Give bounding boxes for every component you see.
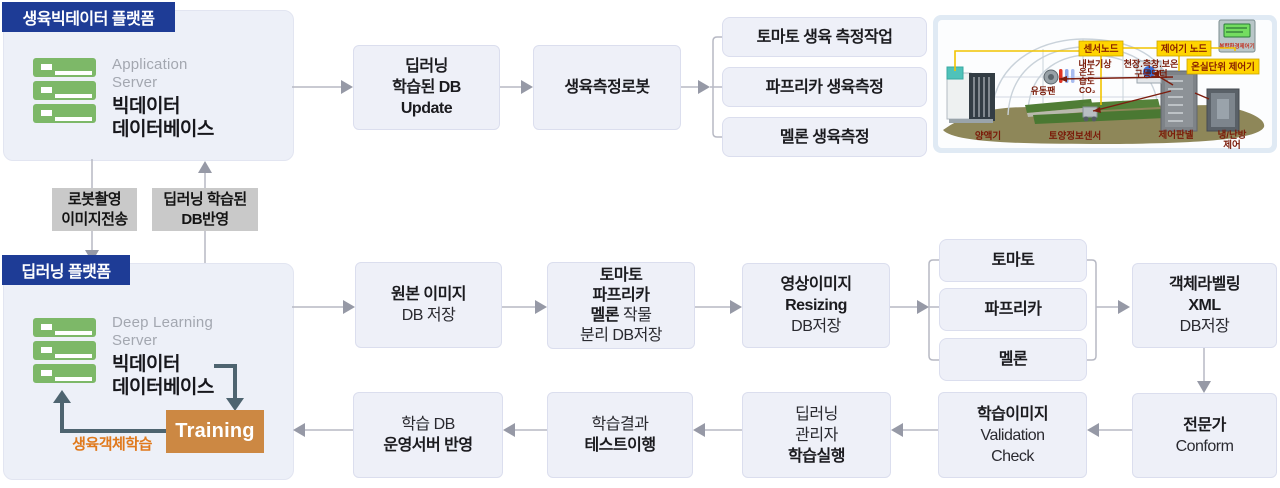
server-info: Deep Learning Server 빅데이터 데이터베이스 bbox=[112, 314, 282, 399]
nutrient-machine bbox=[946, 66, 995, 123]
training-box: Training bbox=[166, 410, 264, 453]
humid-label: 습도 bbox=[1079, 76, 1095, 86]
photo-annotations: 내부기상 천장.측창.보온 구동모터 온도 습도 CO₂ 유동팬 bbox=[1031, 58, 1179, 96]
flow-box-deploy-db: 학습 DB 운영서버 반영 bbox=[353, 392, 503, 478]
deep-learning-platform-badge: 딥러닝 플랫폼 bbox=[2, 255, 130, 285]
crop-bracket-right bbox=[1087, 259, 1097, 361]
arrowhead-up-icon bbox=[198, 161, 212, 173]
controller-device: 복합환경제어기 bbox=[1218, 19, 1256, 53]
task-box-tomato: 토마토 생육 측정작업 bbox=[722, 17, 927, 57]
arrowhead-right-icon bbox=[535, 300, 547, 314]
crop-box-melon: 멜론 bbox=[939, 338, 1087, 381]
arrowhead-left-icon bbox=[503, 423, 515, 437]
flow-box-db-update: 딥러닝 학습된 DB Update bbox=[353, 45, 500, 130]
weather-label: 내부기상 bbox=[1078, 58, 1112, 69]
label-robot-image-transfer: 로봇촬영 이미지전송 bbox=[52, 188, 137, 231]
fan-label: 유동팬 bbox=[1031, 85, 1056, 96]
arrowhead-right-icon bbox=[917, 300, 929, 314]
flow-box-test-result: 학습결과 테스트이행 bbox=[547, 392, 693, 478]
control-panel bbox=[1160, 70, 1198, 132]
server-icon bbox=[33, 318, 96, 383]
growth-platform-badge: 생육빅테이터 플랫폼 bbox=[2, 2, 175, 32]
arrowhead-right-icon bbox=[341, 80, 353, 94]
arrowhead-left-icon bbox=[693, 423, 705, 437]
flow-box-train-exec: 딥러닝 관리자 학습실행 bbox=[742, 392, 891, 478]
server-info: Application Server 빅데이터 데이터베이스 bbox=[112, 56, 282, 141]
control-arrows bbox=[1058, 72, 1210, 112]
photo-badges: 센서노드 제어기 노드 온실단위 제어기 bbox=[1078, 40, 1260, 75]
co2-label: CO₂ bbox=[1079, 85, 1096, 95]
flow-box-measure-robot: 생육측정로봇 bbox=[533, 45, 681, 130]
growth-object-learning-label: 생육객체학습 bbox=[72, 436, 152, 453]
arrowhead-icon bbox=[1153, 70, 1160, 76]
sensor-node-badge: 센서노드 bbox=[1084, 43, 1119, 55]
controller-node-badge: 제어기 노드 bbox=[1161, 43, 1208, 55]
server-type: Application Server bbox=[112, 56, 188, 91]
arrowhead-right-icon bbox=[521, 80, 533, 94]
greenhouse-controller-badge: 온실단위 제어기 bbox=[1191, 61, 1255, 73]
greenhouse-photo: 복합환경제어기 센서노드 제어기 노드 온실단위 제어기 내부기상 천장.측창.… bbox=[933, 15, 1277, 153]
temp-label: 온도 bbox=[1079, 67, 1095, 77]
greenhouse-illustration: 복합환경제어기 센서노드 제어기 노드 온실단위 제어기 내부기상 천장.측창.… bbox=[933, 15, 1277, 153]
crop-box-paprika: 파프리카 bbox=[939, 288, 1087, 331]
server-name: 빅데이터 데이터베이스 bbox=[112, 354, 214, 398]
label-trained-db-apply: 딥러닝 학습된 DB반영 bbox=[152, 188, 258, 231]
motors-label-2: 구동모터 bbox=[1134, 68, 1167, 79]
crop-box-tomato: 토마토 bbox=[939, 239, 1087, 282]
sensor-lines bbox=[954, 47, 1236, 105]
circulation-fan bbox=[1043, 69, 1059, 85]
flow-box-validation-check: 학습이미지 Validation Check bbox=[938, 392, 1087, 478]
nutrient-label: 양액기 bbox=[975, 130, 1001, 142]
hvac-unit bbox=[1206, 88, 1240, 132]
arrowhead-right-icon bbox=[730, 300, 742, 314]
equipment-labels: 양액기 토양정보센서 제어판넬 냉/난방 제어 bbox=[975, 129, 1247, 151]
arrowhead-left-icon bbox=[1087, 423, 1099, 437]
device-label: 복합환경제어기 bbox=[1219, 42, 1254, 50]
task-bracket bbox=[712, 36, 722, 138]
flow-box-object-labeling: 객체라벨링 XML DB저장 bbox=[1132, 263, 1277, 348]
flow-box-original-image: 원본 이미지 DB 저장 bbox=[355, 262, 502, 348]
server-name: 빅데이터 데이터베이스 bbox=[112, 96, 214, 140]
arrowhead-down-icon bbox=[1197, 381, 1211, 393]
flow-box-resizing: 영상이미지 Resizing DB저장 bbox=[742, 263, 890, 348]
hvac-label-1: 냉/난방 bbox=[1218, 129, 1247, 141]
crop-bracket-left bbox=[928, 259, 939, 361]
soil-label: 토양정보센서 bbox=[1049, 130, 1101, 142]
task-box-paprika: 파프리카 생육측정 bbox=[722, 67, 927, 107]
server-type: Deep Learning Server bbox=[112, 314, 214, 349]
panel-label: 제어판넬 bbox=[1159, 129, 1194, 141]
hvac-label-2: 제어 bbox=[1223, 139, 1240, 151]
arrowhead-left-icon bbox=[293, 423, 305, 437]
motors-label-1: 천장.측창.보온 bbox=[1124, 58, 1179, 69]
flow-box-crop-separate: 토마토 파프리카 멜론 작물 분리 DB저장 bbox=[547, 262, 695, 349]
server-icon bbox=[33, 58, 96, 123]
arrowhead-left-icon bbox=[891, 423, 903, 437]
arrowhead-icon bbox=[1093, 107, 1101, 113]
arrowhead-right-icon bbox=[1118, 300, 1130, 314]
arrowhead-right-icon bbox=[698, 80, 710, 94]
arrowhead-right-icon bbox=[343, 300, 355, 314]
flow-box-expert-conform: 전문가 Conform bbox=[1132, 393, 1277, 478]
arrowhead-icon bbox=[1059, 76, 1067, 82]
task-box-melon: 멜론 생육측정 bbox=[722, 117, 927, 157]
